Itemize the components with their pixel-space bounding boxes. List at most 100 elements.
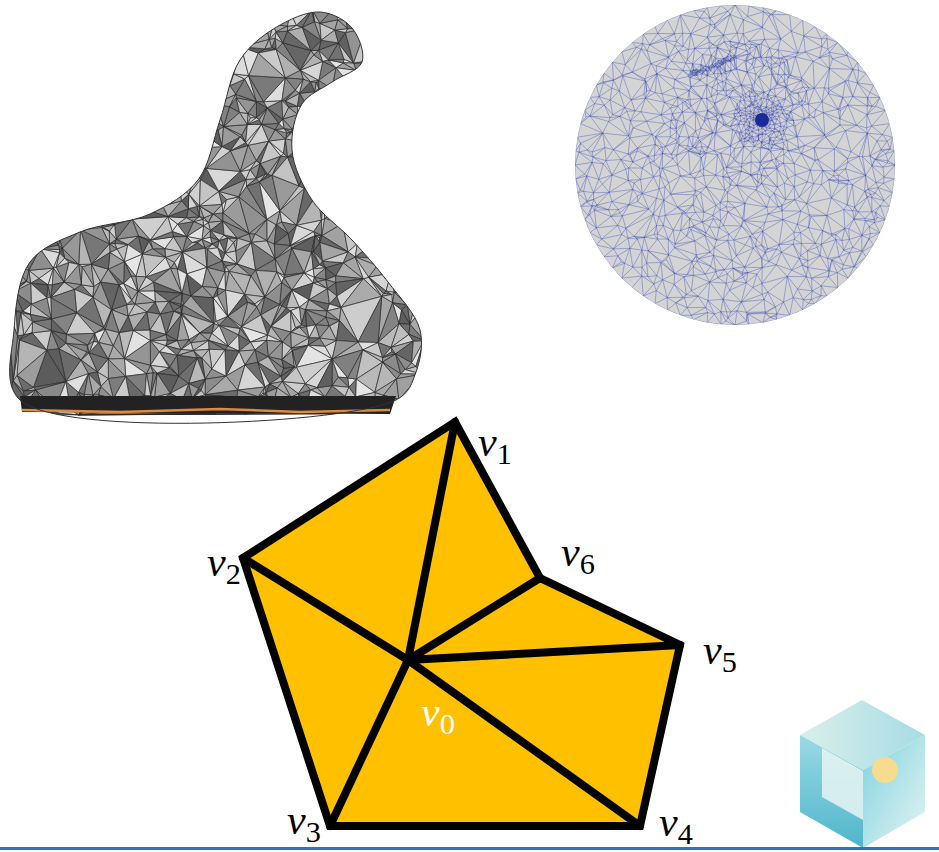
mesh-face xyxy=(51,298,77,319)
mesh-face xyxy=(399,157,418,173)
mesh-face xyxy=(30,179,41,200)
mesh-face xyxy=(7,138,15,212)
mesh-face xyxy=(149,101,156,106)
mesh-face xyxy=(336,156,359,195)
mesh-face xyxy=(350,184,370,206)
mesh-face xyxy=(200,90,216,111)
mesh-face xyxy=(7,287,14,307)
logo-face xyxy=(800,735,863,848)
mesh-face xyxy=(363,184,387,206)
mesh-face xyxy=(19,29,28,46)
mesh-face xyxy=(192,91,198,102)
mesh-face xyxy=(196,38,214,55)
mesh-face xyxy=(5,9,16,68)
mesh-face xyxy=(363,177,387,195)
mesh-face xyxy=(424,139,426,411)
mesh-face xyxy=(407,298,418,305)
mesh-face xyxy=(51,319,66,334)
mesh-face xyxy=(407,171,424,189)
mesh-face xyxy=(394,149,420,157)
mesh-face xyxy=(112,103,130,131)
vertex-index: 1 xyxy=(497,437,512,471)
vertex-letter: v xyxy=(421,689,440,735)
mesh-face xyxy=(158,27,181,43)
mesh-face xyxy=(99,207,137,225)
mesh-face xyxy=(132,65,138,71)
mesh-face xyxy=(196,168,207,179)
mesh-face xyxy=(153,43,163,48)
mesh-face xyxy=(6,128,7,307)
mesh-face xyxy=(109,163,127,183)
mesh-face xyxy=(329,60,344,68)
mesh-face xyxy=(193,90,207,111)
mesh-face xyxy=(110,42,126,67)
vertex-index: 4 xyxy=(678,817,693,851)
mesh-face xyxy=(370,206,398,223)
mesh-face xyxy=(88,39,100,73)
mesh-face xyxy=(335,7,346,20)
mesh-face xyxy=(125,15,153,45)
mesh-face xyxy=(152,93,162,101)
mesh-face xyxy=(9,232,15,263)
mesh-face xyxy=(347,97,371,115)
vertex-index: 2 xyxy=(226,557,241,591)
mesh-face xyxy=(35,116,61,139)
mesh-face xyxy=(7,292,16,311)
mesh-face xyxy=(379,51,400,57)
mesh-face xyxy=(198,78,207,91)
mesh-face xyxy=(424,139,426,341)
mesh-face xyxy=(93,101,102,117)
mesh-face xyxy=(407,223,419,247)
mesh-face xyxy=(374,153,386,166)
mesh-face xyxy=(393,173,403,184)
mesh-face xyxy=(419,85,425,138)
mesh-face xyxy=(156,75,166,84)
mesh-face xyxy=(382,132,390,145)
mesh-face xyxy=(386,144,394,152)
mesh-face xyxy=(330,128,357,148)
mesh-face xyxy=(31,283,47,304)
mesh-face xyxy=(82,73,94,88)
mesh-face xyxy=(397,226,410,248)
mesh-face xyxy=(267,211,280,225)
mesh-face xyxy=(397,106,411,128)
mesh-face xyxy=(79,6,87,17)
mesh-face xyxy=(293,125,307,143)
mesh-face xyxy=(162,84,175,98)
mesh-face xyxy=(155,291,169,302)
mesh-face xyxy=(374,143,386,156)
mesh-face xyxy=(267,101,282,120)
mesh-face xyxy=(332,88,353,96)
mesh-face xyxy=(274,234,290,246)
mesh-face xyxy=(352,5,410,8)
mesh-face xyxy=(87,6,137,15)
mesh-face xyxy=(170,167,177,177)
mesh-face xyxy=(394,149,418,173)
mesh-face xyxy=(368,61,370,66)
mesh-face xyxy=(398,184,414,209)
mesh-face xyxy=(135,169,147,184)
mesh-face xyxy=(320,338,337,346)
mesh-face xyxy=(405,89,417,93)
mesh-face xyxy=(332,140,357,156)
mesh-face xyxy=(255,340,268,356)
vertex-label: v1 xyxy=(478,421,512,463)
mesh-face xyxy=(418,85,421,108)
mesh-face xyxy=(87,6,121,17)
mesh-face xyxy=(414,223,422,308)
mesh-face xyxy=(55,23,72,34)
mesh-face xyxy=(390,257,404,273)
mesh-face xyxy=(261,5,353,6)
mesh-face xyxy=(165,129,177,153)
mesh-face xyxy=(93,183,118,194)
mesh-face xyxy=(54,42,73,57)
mesh-face xyxy=(209,340,225,349)
mesh-face xyxy=(165,150,181,156)
fan-edge xyxy=(408,660,640,826)
mesh-face xyxy=(322,114,328,121)
mesh-face xyxy=(157,99,174,127)
mesh-face xyxy=(368,156,380,167)
mesh-face xyxy=(285,132,307,143)
mesh-face xyxy=(45,72,53,85)
mesh-face xyxy=(376,166,393,177)
